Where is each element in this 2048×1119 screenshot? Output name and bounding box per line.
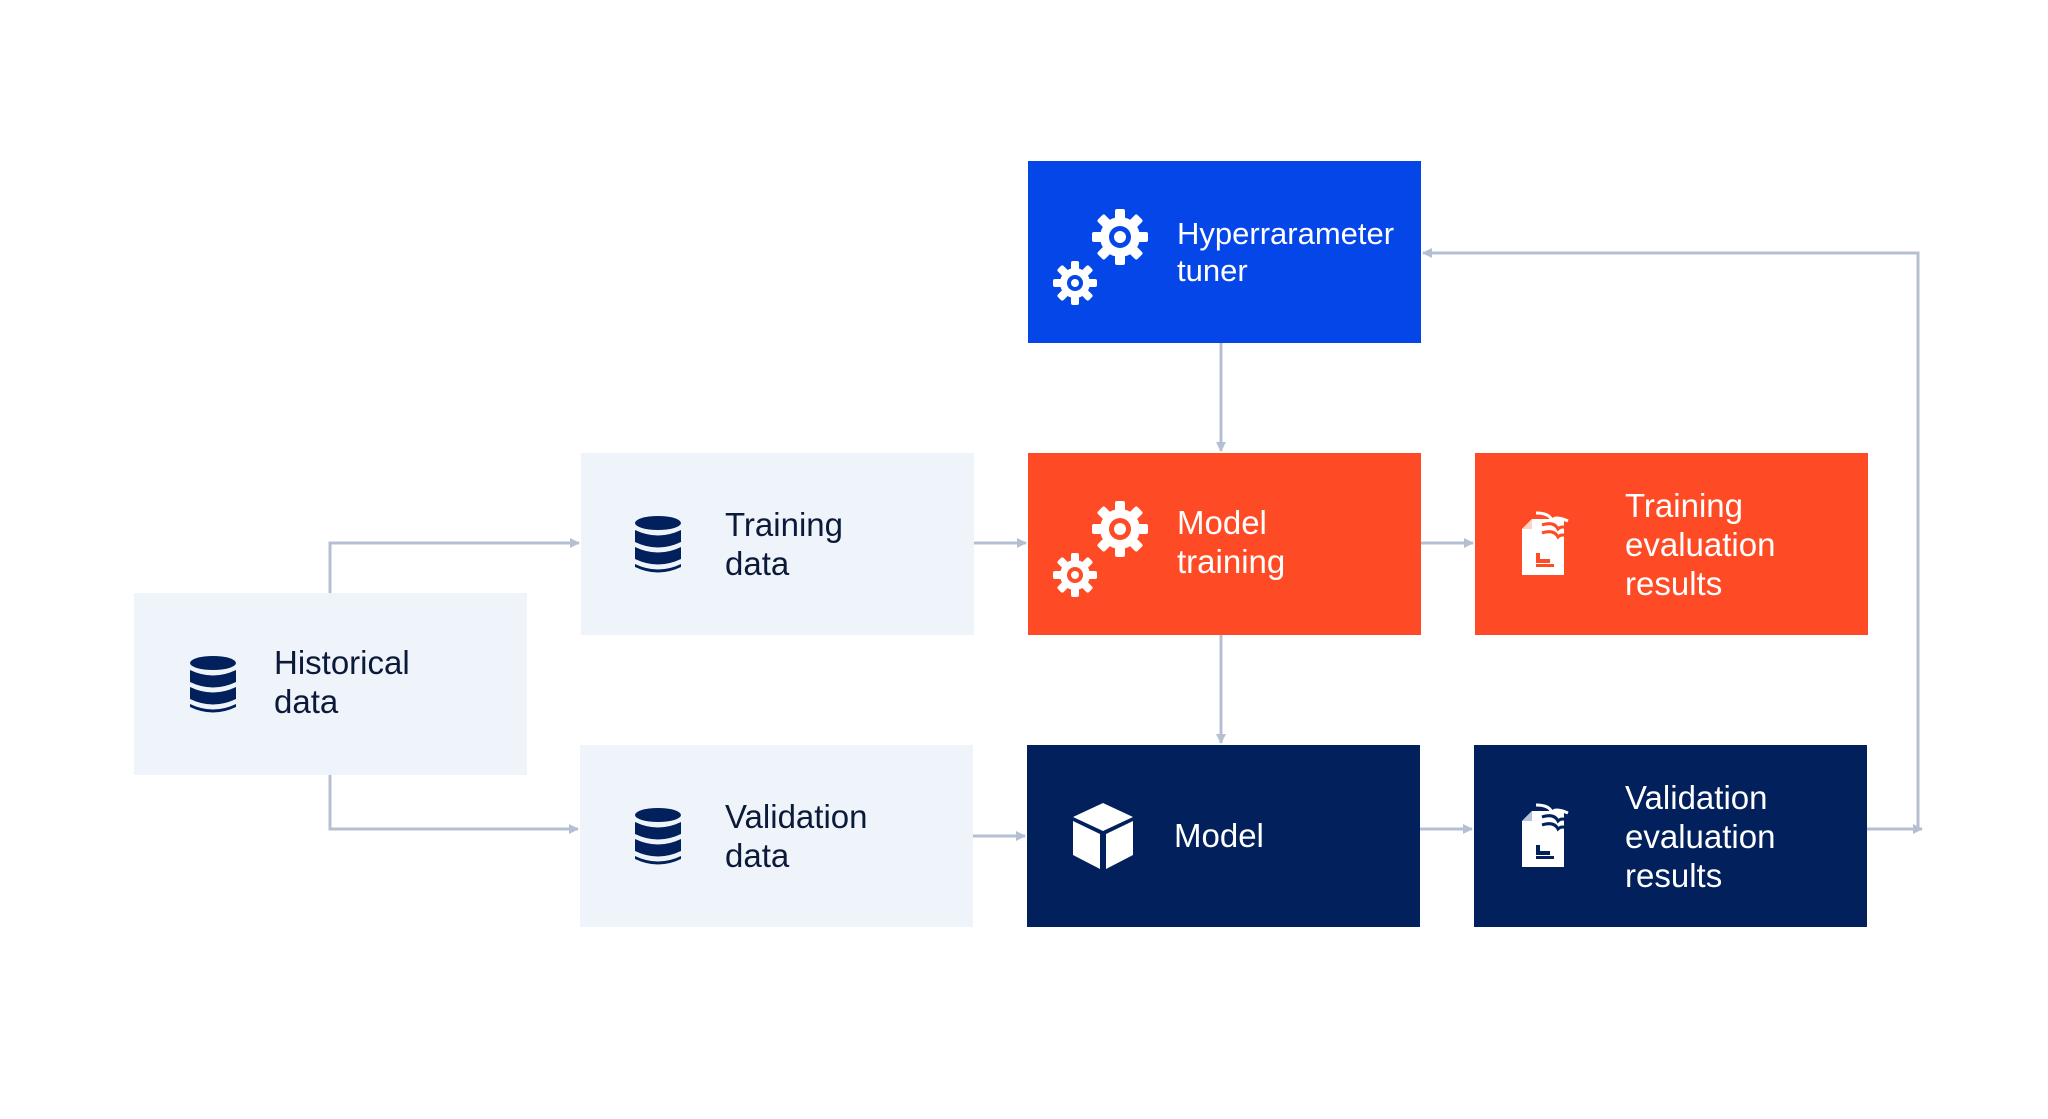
cube-icon [1073, 803, 1133, 869]
validation-evaluation-node: Validation evaluation results [1474, 745, 1867, 927]
database-icon [190, 656, 236, 713]
model-node: Model [1027, 745, 1420, 927]
validation-data-node: Validation data [580, 745, 973, 927]
historical-data-label: Historical data [274, 644, 410, 720]
database-icon [635, 516, 681, 573]
training-evaluation-node: Training evaluation results [1475, 453, 1868, 635]
training-evaluation-label: Training evaluation results [1625, 487, 1776, 602]
report-icon [1522, 511, 1569, 575]
training-data-label: Training data [725, 506, 843, 582]
validation-data-label: Validation data [725, 798, 868, 874]
validation-evaluation-label: Validation evaluation results [1625, 779, 1776, 894]
model-training-label: Model training [1177, 504, 1286, 580]
gears-icon [1053, 209, 1148, 305]
gears-icon [1053, 501, 1148, 597]
model-label: Model [1174, 817, 1264, 854]
hyperparameter-tuner-node: Hyperrarameter tuner [1028, 161, 1421, 343]
hyperparameter-tuner-label: Hyperrarameter tuner [1177, 216, 1395, 288]
arrow-historical-to-validation-data [328, 775, 579, 834]
arrow-historical-to-training-data [328, 538, 580, 593]
arrow-feedback-to-tuner [1422, 248, 1920, 829]
database-icon [635, 808, 681, 865]
model-training-node: Model training [1028, 453, 1421, 635]
training-data-node: Training data [581, 453, 974, 635]
historical-data-node: Historical data [134, 593, 527, 775]
report-icon [1522, 803, 1569, 867]
